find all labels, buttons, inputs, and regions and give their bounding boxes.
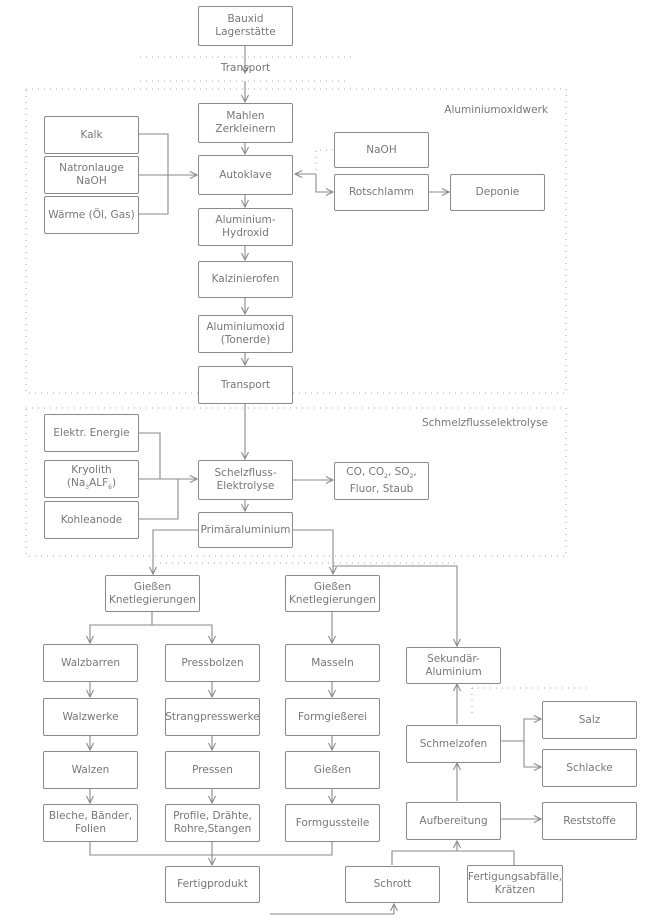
node-fertigungsabfaelle[interactable]: Fertigungsabfälle,Krätzen bbox=[467, 865, 563, 903]
node-text: Bleche, Bänder, bbox=[48, 810, 133, 822]
node-text: NaOH bbox=[76, 175, 107, 187]
node-elektrolyse[interactable]: Schelzfluss-Elektrolyse bbox=[198, 460, 293, 500]
transport-label: Transport bbox=[220, 62, 271, 74]
subscript: 6 bbox=[108, 484, 112, 492]
node-text: Mahlen bbox=[226, 110, 265, 122]
region-label-schmelzflusselektrolyse: Schmelzflusselektrolyse bbox=[421, 417, 548, 429]
node-text: (Tonerde) bbox=[220, 334, 271, 346]
subscript: 3 bbox=[85, 484, 90, 492]
node-pressen[interactable]: Pressen bbox=[165, 751, 260, 789]
node-text: CO, CO bbox=[346, 465, 385, 478]
node-text: Folien bbox=[74, 823, 107, 835]
region-label-aluminiumoxidwerk: Aluminiumoxidwerk bbox=[444, 104, 548, 116]
node-text: Fluor, Staub bbox=[349, 483, 414, 496]
node-text: Aluminiumoxid bbox=[206, 321, 285, 333]
node-text: ALF bbox=[89, 476, 109, 489]
node-text: Krätzen bbox=[494, 884, 536, 896]
node-walzwerke[interactable]: Walzwerke bbox=[43, 698, 138, 736]
node-text: Bauxid bbox=[227, 13, 264, 25]
node-walzbarren[interactable]: Walzbarren bbox=[43, 644, 138, 682]
node-primaeraluminium[interactable]: Primäraluminium bbox=[198, 512, 293, 548]
node-sekundaer[interactable]: Sekundär-Aluminium bbox=[406, 647, 501, 684]
node-salz[interactable]: Salz bbox=[542, 701, 637, 739]
node-schmelzofen[interactable]: Schmelzofen bbox=[406, 725, 501, 763]
node-text: Elektrolyse bbox=[216, 480, 275, 492]
node-autoklave[interactable]: Autoklave bbox=[198, 155, 293, 195]
subscript: 2 bbox=[384, 473, 388, 481]
node-formgussteile[interactable]: Formgussteile bbox=[285, 804, 380, 842]
subscript: 2 bbox=[409, 473, 414, 481]
node-waerme[interactable]: Wärme (Öl, Gas) bbox=[44, 196, 139, 234]
node-text: Sekundär- bbox=[427, 652, 480, 665]
node-schrott[interactable]: Schrott bbox=[345, 866, 440, 903]
node-text: Fertigungsabfälle, bbox=[467, 871, 563, 883]
node-text: Lagerstätte bbox=[215, 26, 276, 38]
node-pressbolzen[interactable]: Pressbolzen bbox=[165, 644, 260, 682]
node-text: Kryolith bbox=[71, 463, 112, 476]
node-energie[interactable]: Elektr. Energie bbox=[44, 414, 139, 452]
node-text: ) bbox=[112, 476, 117, 489]
node-text: Aluminium- bbox=[215, 214, 276, 226]
node-transport[interactable]: Transport bbox=[198, 366, 293, 404]
node-fertigprodukt[interactable]: Fertigprodukt bbox=[165, 866, 260, 903]
node-profile[interactable]: Profile, Drähte,Rohre,Stangen bbox=[165, 804, 260, 842]
node-text: Aluminium bbox=[425, 665, 482, 678]
node-schlacke[interactable]: Schlacke bbox=[542, 749, 637, 787]
node-text: Natronlauge bbox=[59, 162, 124, 174]
node-kryolith[interactable]: Kryolith(Na3ALF6) bbox=[44, 460, 139, 498]
node-text: Zerkleinern bbox=[215, 123, 276, 135]
node-deponie[interactable]: Deponie bbox=[450, 174, 545, 211]
node-strangpresswerke[interactable]: Strangpresswerke bbox=[165, 698, 260, 736]
node-text: Gießen bbox=[133, 580, 172, 593]
node-walzen[interactable]: Walzen bbox=[43, 751, 138, 789]
node-emissions[interactable]: CO, CO2, SO2,Fluor, Staub bbox=[334, 462, 429, 500]
node-text: Knetlegierungen bbox=[109, 593, 196, 606]
node-kohleanode[interactable]: Kohleanode bbox=[44, 501, 139, 539]
node-text: , bbox=[413, 465, 417, 478]
node-aufbereitung[interactable]: Aufbereitung bbox=[406, 802, 501, 840]
node-rotschlamm[interactable]: Rotschlamm bbox=[334, 174, 429, 211]
node-hydroxid[interactable]: Aluminium-Hydroxid bbox=[198, 208, 293, 246]
node-text: Hydroxid bbox=[222, 227, 269, 239]
node-aluminiumoxid[interactable]: Aluminiumoxid(Tonerde) bbox=[198, 315, 293, 353]
node-masseln[interactable]: Masseln bbox=[285, 644, 380, 682]
node-text: (Na bbox=[66, 476, 86, 489]
node-kalk[interactable]: Kalk bbox=[44, 116, 139, 154]
node-text: Rohre,Stangen bbox=[173, 823, 252, 835]
node-reststoffe[interactable]: Reststoffe bbox=[542, 802, 637, 840]
node-text: Profile, Drähte, bbox=[173, 810, 252, 822]
node-giessen[interactable]: Gießen bbox=[285, 751, 380, 789]
node-bleche[interactable]: Bleche, Bänder,Folien bbox=[43, 804, 138, 842]
node-text: Schelzfluss- bbox=[214, 467, 277, 479]
node-naoh[interactable]: NaOH bbox=[334, 132, 429, 168]
node-text: Knetlegierungen bbox=[289, 593, 376, 606]
node-kalzinierofen[interactable]: Kalzinierofen bbox=[198, 261, 293, 298]
node-formgiesserei[interactable]: Formgießerei bbox=[285, 698, 380, 736]
node-text: , SO bbox=[387, 465, 410, 478]
node-text: Gießen bbox=[313, 580, 352, 593]
